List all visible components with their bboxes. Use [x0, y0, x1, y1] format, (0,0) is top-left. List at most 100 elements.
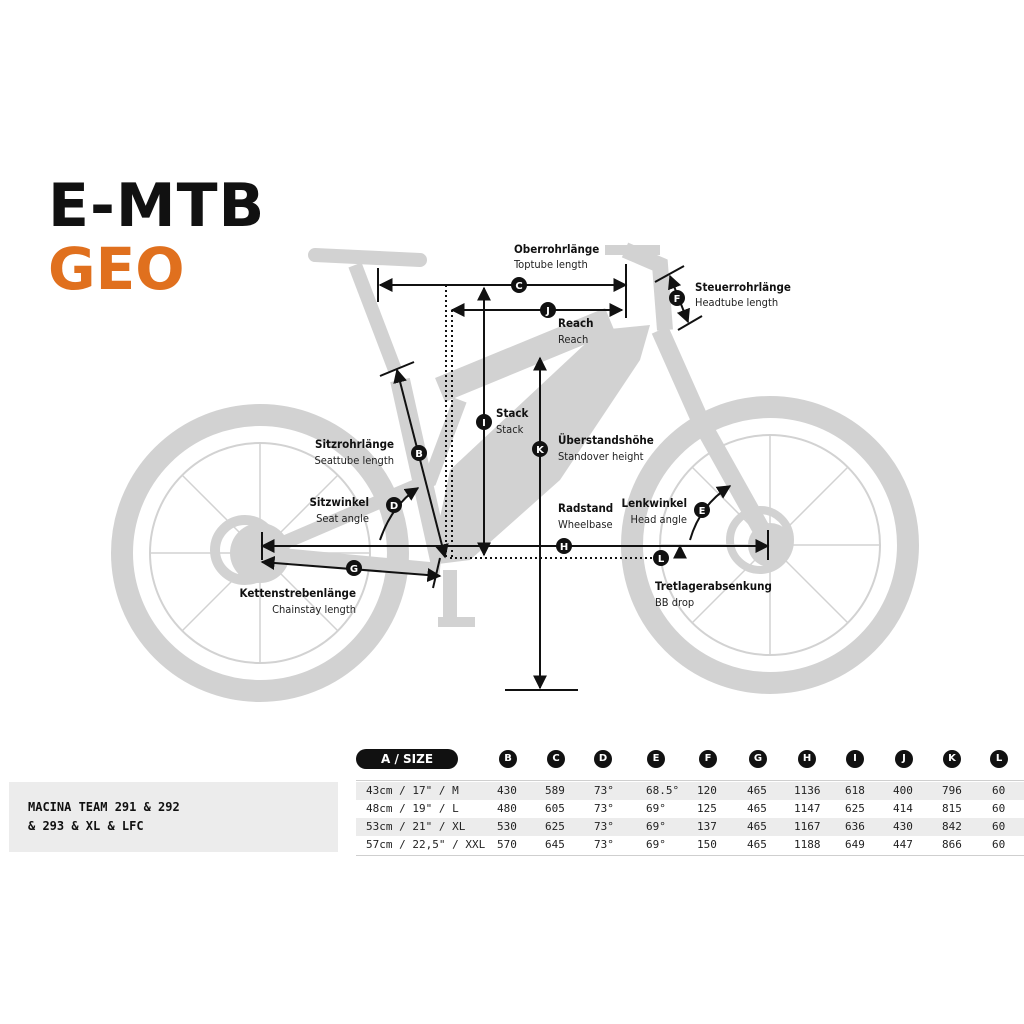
cell-b: 430 — [497, 784, 517, 797]
cell-f: 150 — [697, 838, 717, 851]
cell-k: 815 — [942, 802, 962, 815]
cell-d: 73° — [594, 802, 614, 815]
col-header-b: B — [499, 750, 517, 768]
col-header-g: G — [749, 750, 767, 768]
col-header-l: L — [990, 750, 1008, 768]
title-emtb: E-MTB — [48, 171, 266, 241]
svg-text:L: L — [658, 554, 665, 565]
label-reach-en: Reach — [558, 333, 588, 346]
label-tretlager-en: BB drop — [655, 596, 694, 609]
label-sitzrohr-en: Seattube length — [314, 454, 394, 467]
label-radstand-en: Wheelbase — [558, 518, 613, 531]
svg-text:F: F — [674, 294, 681, 305]
label-tretlager-de: Tretlagerabsenkung — [655, 579, 772, 593]
label-steuerrohr-en: Headtube length — [695, 296, 778, 309]
cell-h: 1188 — [794, 838, 821, 851]
table-divider — [356, 855, 1024, 856]
cell-i: 618 — [845, 784, 865, 797]
geometry-diagram: C J F I K B D H E G L Oberrohrlänge Topt… — [111, 242, 919, 702]
col-header-c: C — [547, 750, 565, 768]
col-header-j: J — [895, 750, 913, 768]
col-header-e: E — [647, 750, 665, 768]
cell-e: 68.5° — [646, 784, 680, 797]
title-geo: GEO — [48, 235, 185, 303]
cell-b: 530 — [497, 820, 517, 833]
cell-j: 430 — [893, 820, 913, 833]
cell-c: 625 — [545, 820, 565, 833]
svg-text:C: C — [515, 281, 522, 292]
cell-d: 73° — [594, 820, 614, 833]
label-oberrohr-de: Oberrohrlänge — [514, 242, 599, 256]
label-reach-de: Reach — [558, 316, 593, 330]
svg-text:B: B — [415, 449, 423, 460]
cell-k: 796 — [942, 784, 962, 797]
badge-j: J — [540, 302, 556, 318]
svg-text:I: I — [482, 418, 486, 429]
cell-size: 53cm / 21" / XL — [366, 820, 466, 833]
cell-size: 48cm / 19" / L — [366, 802, 459, 815]
bike-silhouette — [111, 242, 919, 702]
label-ueberstand-de: Überstandshöhe — [558, 432, 654, 447]
svg-text:J: J — [545, 306, 550, 317]
cell-f: 125 — [697, 802, 717, 815]
cell-g: 465 — [747, 802, 767, 815]
cell-j: 447 — [893, 838, 913, 851]
label-kettenstrebe-en: Chainstay length — [272, 603, 356, 616]
cell-e: 69° — [646, 802, 666, 815]
model-line-2: & 293 & XL & LFC — [28, 819, 144, 833]
table-row: 48cm / 19" / L 480 605 73° 69° 125 465 1… — [356, 800, 1024, 818]
label-sitzrohr-de: Sitzrohrlänge — [315, 437, 394, 451]
svg-text:E: E — [699, 506, 706, 517]
cell-c: 645 — [545, 838, 565, 851]
cell-i: 625 — [845, 802, 865, 815]
svg-text:G: G — [350, 564, 358, 575]
label-steuerrohr-de: Steuerrohrlänge — [695, 280, 791, 294]
label-oberrohr-en: Toptube length — [513, 258, 588, 271]
cell-d: 73° — [594, 838, 614, 851]
badge-k: K — [532, 441, 548, 457]
badge-e: E — [694, 502, 710, 518]
badge-c: C — [511, 277, 527, 293]
cell-i: 649 — [845, 838, 865, 851]
cell-l: 60 — [992, 784, 1006, 797]
cell-g: 465 — [747, 784, 767, 797]
badge-d: D — [386, 497, 402, 513]
cell-h: 1167 — [794, 820, 821, 833]
label-radstand-de: Radstand — [558, 501, 613, 515]
badge-f: F — [669, 290, 685, 306]
label-lenkwinkel-de: Lenkwinkel — [622, 496, 687, 510]
col-header-h: H — [798, 750, 816, 768]
col-header-d: D — [594, 750, 612, 768]
svg-text:D: D — [390, 501, 398, 512]
cell-i: 636 — [845, 820, 865, 833]
badge-i: I — [476, 414, 492, 430]
col-header-i: I — [846, 750, 864, 768]
col-header-f: F — [699, 750, 717, 768]
table-row: 43cm / 17" / M 430 589 73° 68.5° 120 465… — [356, 782, 1024, 800]
cell-size: 57cm / 22,5" / XXL — [366, 838, 486, 851]
svg-text:H: H — [560, 542, 568, 553]
cell-h: 1136 — [794, 784, 821, 797]
cell-l: 60 — [992, 820, 1006, 833]
label-stack-en: Stack — [496, 423, 524, 436]
cell-f: 120 — [697, 784, 717, 797]
size-header: A / SIZE — [356, 749, 458, 769]
cell-g: 465 — [747, 820, 767, 833]
cell-size: 43cm / 17" / M — [366, 784, 459, 797]
model-box: MACINA TEAM 291 & 292 & 293 & XL & LFC — [9, 782, 338, 852]
cell-k: 842 — [942, 820, 962, 833]
label-ueberstand-en: Standover height — [558, 450, 644, 463]
cell-k: 866 — [942, 838, 962, 851]
svg-text:K: K — [536, 445, 545, 456]
model-line-1: MACINA TEAM 291 & 292 — [28, 800, 180, 814]
table-header: A / SIZE B C D E F G H I J K L — [356, 747, 1024, 771]
badge-h: H — [556, 538, 572, 554]
label-sitzwinkel-de: Sitzwinkel — [309, 495, 369, 509]
cell-j: 400 — [893, 784, 913, 797]
cell-e: 69° — [646, 838, 666, 851]
table-divider — [356, 780, 1024, 781]
cell-d: 73° — [594, 784, 614, 797]
cell-b: 480 — [497, 802, 517, 815]
col-header-k: K — [943, 750, 961, 768]
cell-l: 60 — [992, 802, 1006, 815]
